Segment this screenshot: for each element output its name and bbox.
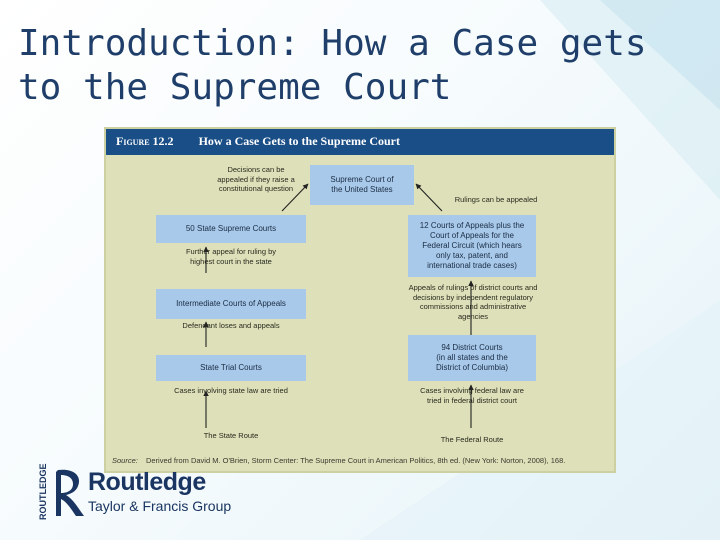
federal-appeals-courts-box: 12 Courts of Appeals plus the Court of A…	[408, 215, 536, 277]
slide-title: Introduction: How a Case gets to the Sup…	[18, 23, 647, 108]
state-trial-note: Cases involving state law are tried	[174, 386, 288, 395]
routledge-logo: ROUTLEDGE Routledge Taylor & Francis Gro…	[38, 463, 238, 522]
figure-source: Source: Derived from David M. O'Brien, S…	[112, 456, 608, 465]
logo-tagline: Taylor & Francis Group	[88, 498, 232, 514]
state-trial-courts-box: State Trial Courts	[156, 355, 306, 381]
figure-12-2: Figure 12.2 How a Case Gets to the Supre…	[104, 127, 616, 473]
federal-appeal-note: Rulings can be appealed	[454, 195, 538, 204]
state-appeals-courts-box: Intermediate Courts of Appeals	[156, 289, 306, 319]
state-appeals-note: Defendant loses and appeals	[182, 321, 280, 330]
figure-header: Figure 12.2 How a Case Gets to the Supre…	[106, 129, 614, 155]
source-text: Derived from David M. O'Brien, Storm Cen…	[145, 456, 566, 465]
routledge-r-icon	[56, 469, 84, 516]
district-courts-box: 94 District Courts (in all states and th…	[408, 335, 536, 381]
district-courts-note: Cases involving federal law are tried in…	[420, 386, 524, 405]
figure-number: Figure 12.2	[116, 134, 174, 148]
figure-title: How a Case Gets to the Supreme Court	[198, 134, 400, 148]
state-route-label: The State Route	[203, 431, 259, 440]
source-label: Source:	[112, 456, 138, 465]
logo-vertical-text: ROUTLEDGE	[38, 463, 48, 520]
state-appeal-note: Decisions can be appealed if they raise …	[217, 165, 295, 193]
federal-route-label: The Federal Route	[440, 435, 504, 444]
state-supreme-courts-box: 50 State Supreme Courts	[156, 215, 306, 243]
state-supreme-note: Further appeal for ruling by highest cou…	[185, 247, 277, 266]
supreme-court-box: Supreme Court of the United States	[310, 165, 414, 205]
logo-name: Routledge	[88, 468, 206, 496]
federal-appeals-note: Appeals of rulings of district courts an…	[408, 283, 538, 321]
